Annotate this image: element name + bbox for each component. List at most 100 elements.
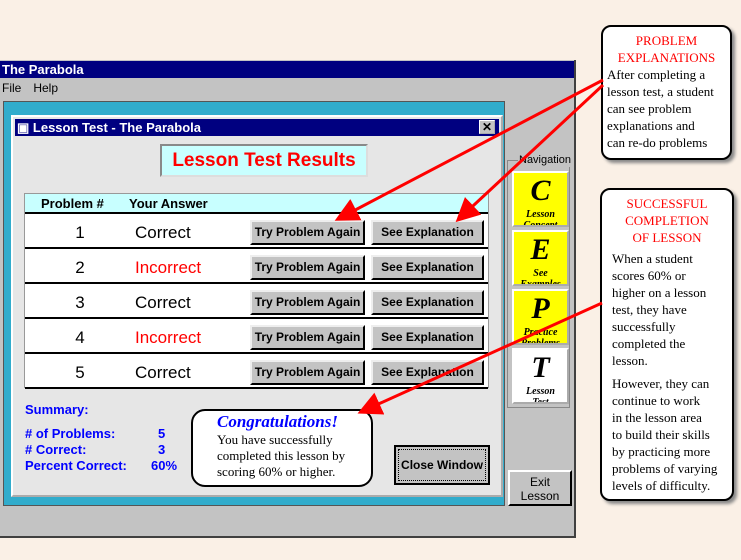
try-problem-again-button[interactable]: Try Problem Again <box>250 360 365 385</box>
col-answer: Your Answer <box>129 196 208 211</box>
arrow-to-see-explanation <box>455 83 605 223</box>
callout-problem-explanations: PROBLEM EXPLANATIONS After completing a l… <box>601 25 732 160</box>
nav-letter: P <box>531 292 550 325</box>
main-title-bar: The Parabola <box>0 61 574 78</box>
correct-label: # Correct: <box>25 442 87 457</box>
congrats-line: You have successfully <box>217 432 333 447</box>
callout-text: completed the <box>612 336 686 351</box>
problem-number: 5 <box>75 363 85 382</box>
see-explanation-button[interactable]: See Explanation <box>371 290 484 315</box>
nav-letter: C <box>530 174 551 207</box>
answer-status: Incorrect <box>135 328 202 347</box>
callout-text: However, they can <box>612 376 710 391</box>
answer-status: Correct <box>135 223 191 242</box>
nav-label: Test <box>532 397 549 404</box>
see-explanation-button[interactable]: See Explanation <box>371 220 484 245</box>
dialog-title-bar: ▣ Lesson Test - The Parabola ✕ <box>15 119 499 136</box>
congrats-title: Congratulations! <box>217 412 338 431</box>
callout-heading: COMPLETION <box>625 213 709 228</box>
callout-text: scores 60% or <box>612 268 686 283</box>
callout-text: can see problem <box>607 101 692 116</box>
exit-label: Lesson <box>520 489 560 503</box>
results-title: Lesson Test Results <box>160 144 368 177</box>
results-table: Problem # Your Answer 1 Correct Try Prob… <box>24 193 489 389</box>
answer-status: Incorrect <box>135 258 202 277</box>
callout-heading: OF LESSON <box>632 230 702 245</box>
summary-heading: Summary: <box>25 402 89 417</box>
dialog-title: Lesson Test - The Parabola <box>32 120 201 135</box>
menu-file[interactable]: File <box>2 81 22 95</box>
callout-text: When a student <box>612 251 693 266</box>
close-icon[interactable]: ✕ <box>479 120 495 134</box>
problems-label: # of Problems: <box>25 426 116 441</box>
see-explanation-button[interactable]: See Explanation <box>371 255 484 280</box>
callout-text: in the lesson area <box>612 410 702 425</box>
callout-text: successfully <box>612 319 676 334</box>
callout-successful-completion: SUCCESSFUL COMPLETION OF LESSON When a s… <box>600 188 734 501</box>
callout-text: After completing a <box>607 67 706 82</box>
congrats-line: completed this lesson by <box>217 448 346 463</box>
callout-text: explanations and <box>607 118 695 133</box>
close-window-label: Close Window <box>398 449 486 481</box>
callout-text: lesson. <box>612 353 648 368</box>
workspace: ▣ Lesson Test - The Parabola ✕ Lesson Te… <box>3 101 505 506</box>
callout-text: continue to work <box>612 393 701 408</box>
table-header: Problem # Your Answer <box>25 194 488 214</box>
nav-label: Practice <box>523 327 558 338</box>
close-window-button[interactable]: Close Window <box>394 445 490 485</box>
try-problem-again-button[interactable]: Try Problem Again <box>250 290 365 315</box>
callout-text: to build their skills <box>612 427 710 442</box>
callout-heading: SUCCESSFUL <box>626 196 708 211</box>
congratulations-box: Congratulations! You have successfully c… <box>191 409 373 487</box>
table-row: 4 Incorrect Try Problem Again See Explan… <box>25 321 488 354</box>
nav-label: Examples <box>520 279 561 286</box>
callout-text: problems of varying <box>612 461 718 476</box>
nav-letter: T <box>531 351 550 384</box>
table-row: 2 Incorrect Try Problem Again See Explan… <box>25 251 488 284</box>
callout-text: higher on a lesson <box>612 285 707 300</box>
correct-value: 3 <box>158 442 166 457</box>
main-window: The Parabola File Help ▣ Lesson Test - Th… <box>0 60 576 538</box>
see-explanation-button[interactable]: See Explanation <box>371 325 484 350</box>
percent-label: Percent Correct: <box>25 458 127 473</box>
lesson-test-dialog: ▣ Lesson Test - The Parabola ✕ Lesson Te… <box>11 115 503 497</box>
nav-label: See <box>533 268 548 279</box>
callout-text: lesson test, a student <box>607 84 714 99</box>
congrats-line: scoring 60% or higher. <box>217 464 336 479</box>
menu-bar: File Help <box>0 79 68 97</box>
nav-label: Concept <box>523 220 558 227</box>
try-problem-again-button[interactable]: Try Problem Again <box>250 325 365 350</box>
callout-text: by practicing more <box>612 444 711 459</box>
col-problem: Problem # <box>41 196 104 211</box>
percent-value: 60% <box>151 458 178 473</box>
try-problem-again-button[interactable]: Try Problem Again <box>250 220 365 245</box>
answer-status: Correct <box>135 293 191 312</box>
callout-text: levels of difficulty. <box>612 478 711 493</box>
callout-heading: PROBLEM <box>635 33 698 48</box>
menu-help[interactable]: Help <box>33 81 59 95</box>
problems-value: 5 <box>158 426 166 441</box>
callout-heading: EXPLANATIONS <box>617 50 716 65</box>
arrow-to-try-again <box>334 78 604 221</box>
arrow-to-congratulations <box>357 301 603 415</box>
table-row: 3 Correct Try Problem Again See Explanat… <box>25 286 488 319</box>
window-icon: ▣ <box>17 120 33 135</box>
exit-label: Exit <box>529 475 550 489</box>
nav-letter: E <box>530 233 551 266</box>
problem-number: 1 <box>75 223 85 242</box>
try-problem-again-button[interactable]: Try Problem Again <box>250 255 365 280</box>
table-row: 1 Correct Try Problem Again See Explanat… <box>25 216 488 249</box>
callout-text: test, they have <box>612 302 687 317</box>
answer-status: Correct <box>135 363 191 382</box>
problem-number: 2 <box>75 258 85 277</box>
callout-text: can re-do problems <box>607 135 708 150</box>
problem-number: 3 <box>75 293 85 312</box>
problem-number: 4 <box>75 328 85 347</box>
exit-lesson-button[interactable]: Exit Lesson <box>508 470 572 506</box>
nav-label: Lesson <box>526 209 555 220</box>
